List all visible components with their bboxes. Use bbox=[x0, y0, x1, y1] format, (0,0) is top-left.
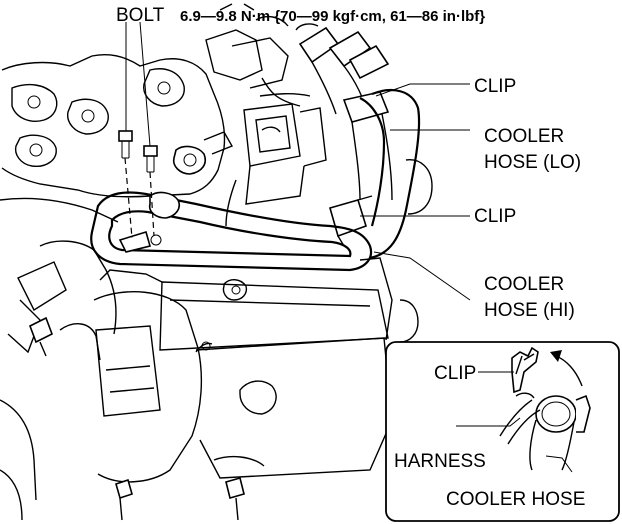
torque-spec-label: 6.9—9.8 N·m {70—99 kgf·cm, 61—86 in·lbf} bbox=[180, 8, 485, 25]
cooler-hose-lo-label-line1: COOLER bbox=[484, 126, 564, 147]
engine-block-drawing bbox=[0, 3, 433, 521]
inset-cooler-hose-drawing bbox=[529, 394, 591, 471]
inset-cooler-hose-label: COOLER HOSE bbox=[446, 489, 585, 510]
rotation-arrow-icon bbox=[550, 350, 583, 387]
bolt-right-drawing bbox=[143, 145, 158, 237]
inset-harness-label: HARNESS bbox=[394, 451, 486, 472]
bolt-label: BOLT bbox=[116, 5, 165, 26]
clip-middle-label: CLIP bbox=[474, 206, 516, 227]
inset-harness-drawing bbox=[499, 392, 541, 445]
clip-upper-label: CLIP bbox=[474, 76, 516, 97]
cooler-hose-hi-label-line1: COOLER bbox=[484, 274, 564, 295]
detail-inset: CLIP HARNESS COOLER HOSE bbox=[385, 341, 620, 522]
bolt-left-drawing bbox=[118, 130, 133, 239]
inset-clip-label: CLIP bbox=[434, 363, 476, 384]
inset-clip-drawing bbox=[511, 346, 539, 394]
cooler-hose-lo-label-line2: HOSE (LO) bbox=[484, 152, 581, 173]
cooler-hose-hi-label-line2: HOSE (HI) bbox=[484, 300, 575, 321]
leader-lines bbox=[125, 21, 471, 301]
